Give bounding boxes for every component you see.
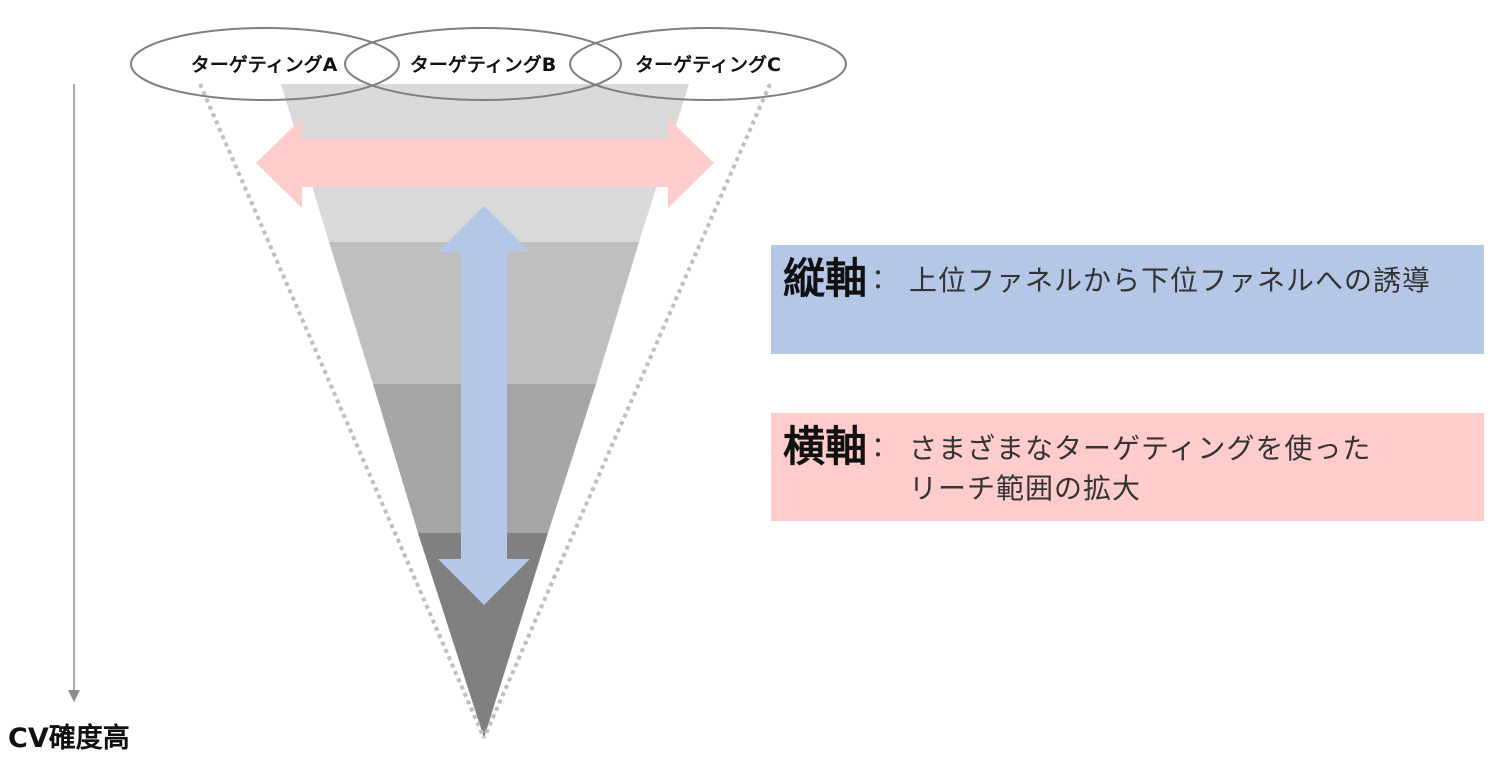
vertical-axis-description-line: 上位ファネルから下位ファネルへの誘導 <box>909 264 1432 297</box>
targeting-label-c: ターゲティングC <box>635 53 781 76</box>
horizontal-axis-title: 横軸 <box>783 422 868 471</box>
vertical-axis-legend: 縦軸 ： 上位ファネルから下位ファネルへの誘導 <box>771 245 1484 354</box>
targeting-ellipse-b <box>344 27 622 101</box>
targeting-label-a: ターゲティングA <box>191 53 338 76</box>
reach-line-left <box>198 83 486 739</box>
targeting-ellipse-c <box>569 27 847 101</box>
funnel-tier-4 <box>418 533 548 738</box>
horizontal-double-arrow <box>256 118 714 208</box>
horizontal-axis-description-line-2: リーチ範囲の拡大 <box>909 472 1142 505</box>
vertical-axis-title: 縦軸 <box>783 254 868 303</box>
vertical-double-arrow <box>438 206 530 605</box>
horizontal-axis-description: さまざまなターゲティングを使った リーチ範囲の拡大 <box>909 419 1371 509</box>
vertical-axis-description: 上位ファネルから下位ファネルへの誘導 <box>909 251 1431 301</box>
horizontal-axis-description-line-1: さまざまなターゲティングを使った <box>909 432 1372 465</box>
cv-axis-label: CV確度高 <box>8 723 130 754</box>
horizontal-axis-legend: 横軸 ： さまざまなターゲティングを使った リーチ範囲の拡大 <box>771 413 1484 521</box>
vertical-axis-colon: ： <box>871 262 900 295</box>
targeting-label-b: ターゲティングB <box>410 53 556 76</box>
targeting-ellipse-a <box>130 27 400 101</box>
reach-line-right <box>482 83 772 739</box>
horizontal-axis-colon: ： <box>871 430 900 463</box>
